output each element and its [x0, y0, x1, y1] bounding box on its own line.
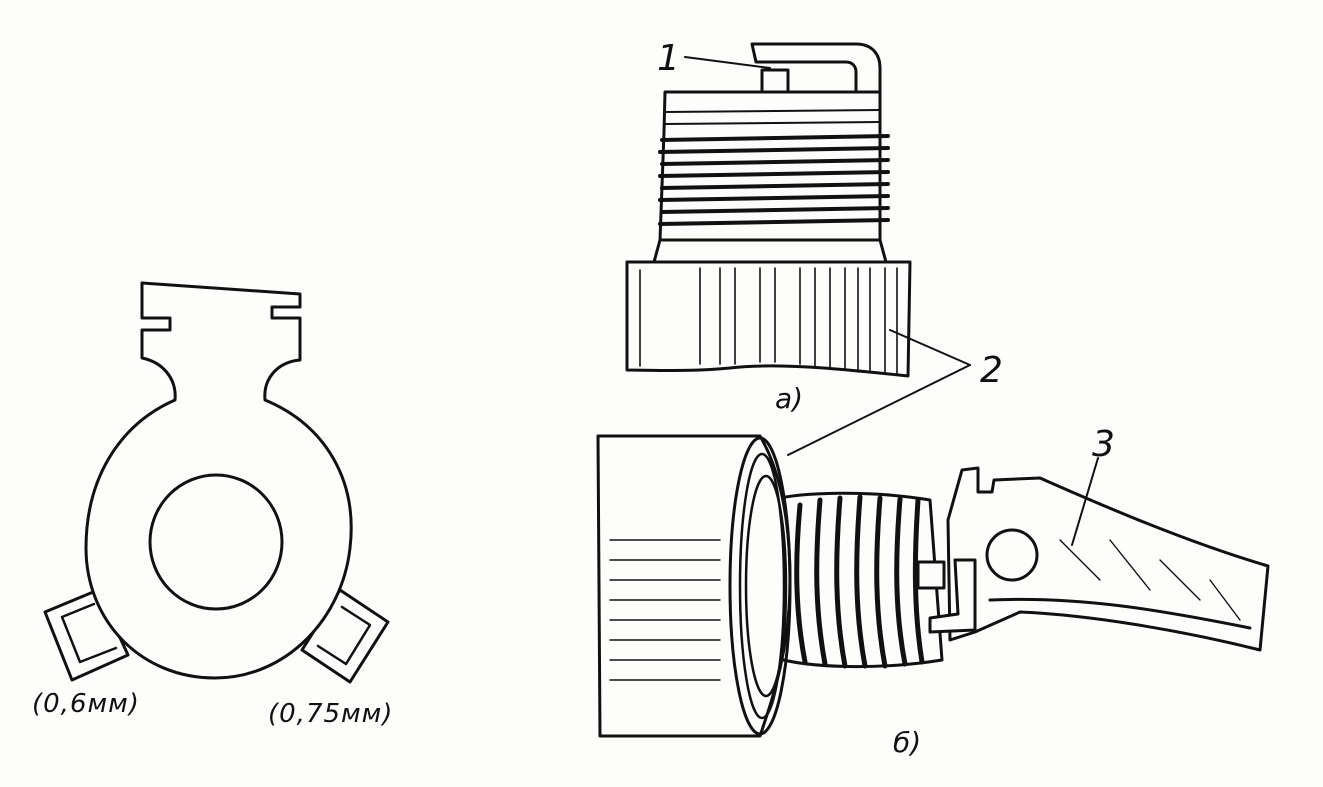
callout-2: 2: [980, 350, 1003, 391]
feeler-gauge-tool: [43, 281, 390, 684]
spark-plug-view-a: [625, 42, 912, 378]
view-b-label: б): [893, 726, 921, 759]
gauge-label-left: (0,6мм): [32, 689, 140, 719]
leader-lines: [684, 56, 1099, 546]
spark-plug-view-b: [596, 434, 1270, 738]
callout-1: 1: [657, 38, 680, 79]
view-a-label: а): [775, 382, 803, 415]
callout-3: 3: [1092, 424, 1115, 465]
gauge-label-right: (0,75мм): [268, 699, 393, 729]
